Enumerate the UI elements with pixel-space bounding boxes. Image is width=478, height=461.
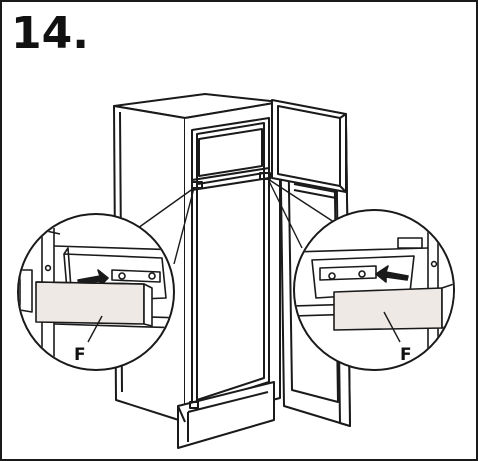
part-f-label-right: F (400, 345, 412, 365)
zoom-connector-lines (137, 178, 341, 265)
freezer-door (271, 99, 347, 193)
right-detail-circle (293, 209, 455, 371)
part-f-label-left: F (74, 345, 86, 365)
left-detail-circle (17, 213, 175, 371)
step-number: 14. (11, 8, 89, 59)
